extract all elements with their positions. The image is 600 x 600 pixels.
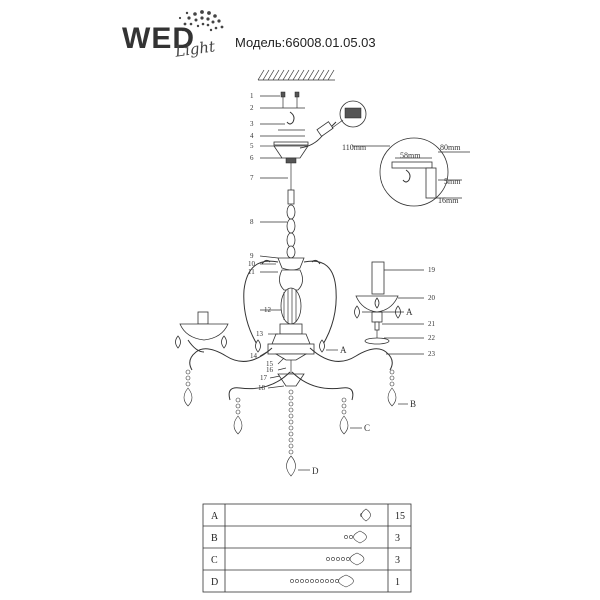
svg-text:B: B [211, 533, 218, 544]
svg-text:A: A [211, 511, 219, 522]
svg-text:C: C [211, 555, 218, 566]
crystal-drops-a [175, 297, 401, 353]
part-numbers-right: 19 20 21 22 23 [428, 266, 436, 358]
ceiling-hatch [257, 69, 335, 81]
upper-scrolls [243, 259, 337, 347]
svg-text:3: 3 [395, 555, 400, 566]
canopy-detail: 110mm 80mm 58mm 5mm 16mm [342, 137, 470, 207]
svg-text:16: 16 [266, 366, 274, 374]
svg-text:13: 13 [256, 330, 264, 338]
legend-row-d: D 1 [211, 577, 400, 588]
wire-connector [299, 100, 367, 149]
legend-row-a: A 15 [211, 511, 405, 522]
svg-text:1: 1 [250, 92, 254, 100]
svg-text:9: 9 [250, 252, 254, 260]
main-arms [189, 347, 393, 401]
svg-text:A: A [406, 307, 413, 317]
dim-58: 58mm [400, 151, 421, 160]
svg-text:19: 19 [428, 266, 436, 274]
svg-text:15: 15 [266, 360, 274, 368]
svg-text:4: 4 [250, 132, 254, 140]
svg-text:20: 20 [428, 294, 436, 302]
svg-text:15: 15 [395, 511, 405, 522]
brand-logo-icon [178, 10, 224, 32]
svg-text:3: 3 [395, 533, 400, 544]
svg-text:8: 8 [250, 218, 254, 226]
dim-5: 5mm [444, 177, 461, 186]
svg-text:22: 22 [428, 334, 436, 342]
chandelier-drawing: 110mm 80mm 58mm 5mm 16mm [175, 69, 470, 477]
dim-80: 80mm [440, 143, 461, 152]
left-candle [179, 311, 229, 353]
svg-text:10: 10 [248, 260, 256, 268]
svg-text:14: 14 [250, 352, 258, 360]
central-column [267, 257, 315, 387]
svg-text:21: 21 [428, 320, 436, 328]
svg-text:6: 6 [250, 154, 254, 162]
dim-110: 110mm [342, 143, 367, 152]
crystal-letters: A A B C D [312, 307, 416, 476]
svg-text:23: 23 [428, 350, 436, 358]
legend-row-c: C 3 [211, 555, 400, 566]
mounting-hardware [273, 91, 309, 164]
svg-text:2: 2 [250, 104, 254, 112]
svg-text:18: 18 [258, 384, 266, 392]
svg-text:D: D [312, 466, 319, 476]
svg-text:3: 3 [250, 120, 254, 128]
svg-text:A: A [340, 345, 347, 355]
svg-text:B: B [410, 399, 416, 409]
leader-lines [259, 95, 424, 471]
crystal-strands [183, 369, 397, 435]
legend-row-b: B 3 [211, 533, 400, 544]
chain [286, 163, 296, 259]
svg-text:7: 7 [250, 174, 254, 182]
svg-text:17: 17 [260, 374, 268, 382]
brand-name: WED [122, 22, 195, 55]
svg-text:D: D [211, 577, 218, 588]
svg-text:11: 11 [248, 268, 255, 276]
model-number: Модель:66008.01.05.03 [235, 35, 376, 50]
svg-text:5: 5 [250, 142, 254, 150]
part-numbers-left: 1 2 3 4 5 6 7 8 9 10 11 12 13 14 15 16 1… [248, 92, 274, 392]
svg-text:12: 12 [264, 306, 272, 314]
svg-text:1: 1 [395, 577, 400, 588]
central-strand [286, 389, 296, 477]
svg-text:C: C [364, 423, 370, 433]
dim-16: 16mm [438, 196, 459, 205]
